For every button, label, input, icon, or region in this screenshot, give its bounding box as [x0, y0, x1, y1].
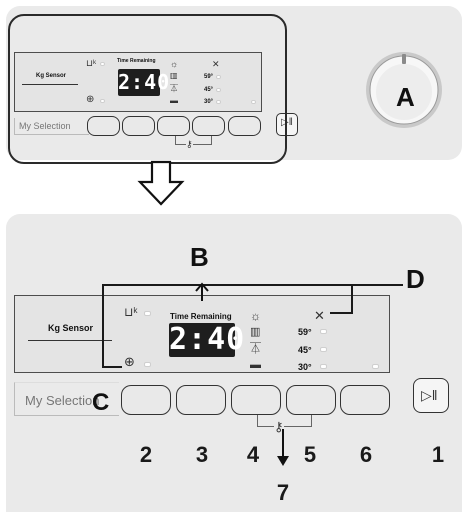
top-temp-dot — [216, 75, 221, 79]
bottom-my-selection-field[interactable] — [14, 382, 119, 416]
bottom-temp-dot — [320, 347, 327, 352]
bottom-kg-sensor-label: Kg Sensor — [48, 323, 94, 333]
top-temp-30: 30° — [204, 99, 214, 105]
top-my-selection-label: My Selection — [19, 121, 71, 131]
button-number-5: 5 — [303, 442, 317, 467]
iron-icon: ⏄ — [250, 343, 261, 355]
cotton-icon: ▥ — [250, 326, 261, 338]
bottom-time-remaining-label: Time Remaining — [170, 312, 232, 321]
callout-7-arrow — [277, 429, 289, 466]
bottom-temp-59: 59° — [298, 327, 312, 337]
button-number-3: 3 — [195, 442, 209, 467]
program-button-3[interactable] — [176, 385, 226, 415]
program-button-4[interactable] — [231, 385, 281, 415]
fan-icon: ✕ — [212, 59, 220, 69]
bottom-temp-30: 30° — [298, 362, 312, 372]
callout-c-line-top — [102, 284, 353, 286]
top-indicator-dot — [100, 99, 105, 103]
top-kg-sensor-label: Kg Sensor — [36, 73, 67, 79]
globe-icon: ⊕ — [124, 354, 135, 369]
top-temp-59: 59° — [204, 74, 214, 80]
bottom-temp-45: 45° — [298, 345, 312, 355]
top-key-bracket — [175, 136, 212, 145]
callout-d-line-down — [351, 284, 353, 314]
button-number-2: 2 — [139, 442, 153, 467]
child-lock-key-icon: ⚷ — [186, 139, 193, 149]
top-panel-highlight — [8, 14, 287, 164]
top-kg-sensor-underline — [22, 84, 78, 85]
bottom-indicator-dot — [144, 362, 151, 367]
top-my-selection-field[interactable] — [14, 118, 89, 135]
start-pause-button[interactable] — [413, 378, 449, 413]
top-temp-45: 45° — [204, 87, 214, 93]
callout-b-arrow — [195, 282, 209, 301]
callout-c-letter: C — [92, 389, 110, 416]
button-number-6: 6 — [359, 442, 373, 467]
bottom-temp-dot — [320, 364, 327, 369]
callout-d-line-tick — [330, 312, 353, 314]
callout-c-line-left — [102, 284, 104, 368]
fan-icon: ✕ — [314, 308, 325, 323]
top-indicator-dot — [100, 62, 105, 66]
bottom-temp-dot — [320, 329, 327, 334]
program-button-2[interactable] — [121, 385, 171, 415]
top-time-remaining-label: Time Remaining — [117, 58, 156, 64]
top-program-button-5[interactable] — [228, 116, 261, 136]
program-button-6[interactable] — [340, 385, 390, 415]
knob-label-a: A — [396, 82, 415, 112]
program-knob[interactable] — [364, 50, 444, 130]
transition-arrow — [137, 160, 185, 206]
top-extra-dot — [251, 100, 256, 104]
top-temp-dot — [216, 100, 221, 104]
iron-icon: ⏄ — [170, 84, 178, 93]
drum-icon: ⊔ᵏ — [124, 305, 138, 319]
drum-icon: ⊔ᵏ — [86, 58, 97, 68]
bottom-kg-sensor-underline — [28, 340, 112, 341]
top-program-button-2[interactable] — [122, 116, 155, 136]
sun-icon: ☼ — [250, 309, 261, 323]
sun-icon: ☼ — [170, 59, 179, 69]
basin-icon: ▬ — [250, 359, 261, 371]
child-lock-key-icon: ⚷ — [274, 419, 284, 434]
bottom-my-selection-label: My Selection — [25, 393, 100, 408]
top-program-button-4[interactable] — [192, 116, 225, 136]
button-number-1: 1 — [431, 442, 445, 467]
top-temp-dot — [216, 88, 221, 92]
bottom-time-display: 2:40 — [169, 322, 246, 357]
bottom-indicator-dot — [144, 311, 151, 316]
button-number-4: 4 — [246, 442, 260, 467]
cotton-icon: ▥ — [170, 71, 178, 80]
program-button-5[interactable] — [286, 385, 336, 415]
callout-7-number: 7 — [276, 480, 290, 505]
callout-b-letter: B — [190, 242, 209, 272]
callout-d-line-horizontal — [353, 284, 403, 286]
callout-d-letter: D — [406, 264, 425, 294]
bottom-key-bracket — [257, 415, 312, 427]
top-start-pause-button[interactable] — [276, 113, 298, 136]
top-program-button-3[interactable] — [157, 116, 190, 136]
top-program-button-1[interactable] — [87, 116, 120, 136]
bottom-extra-dot — [372, 364, 379, 369]
basin-icon: ▬ — [170, 96, 178, 105]
callout-c-line-bottom — [102, 366, 122, 368]
play-pause-icon: ▷‖ — [421, 387, 438, 403]
globe-icon: ⊕ — [86, 94, 95, 105]
